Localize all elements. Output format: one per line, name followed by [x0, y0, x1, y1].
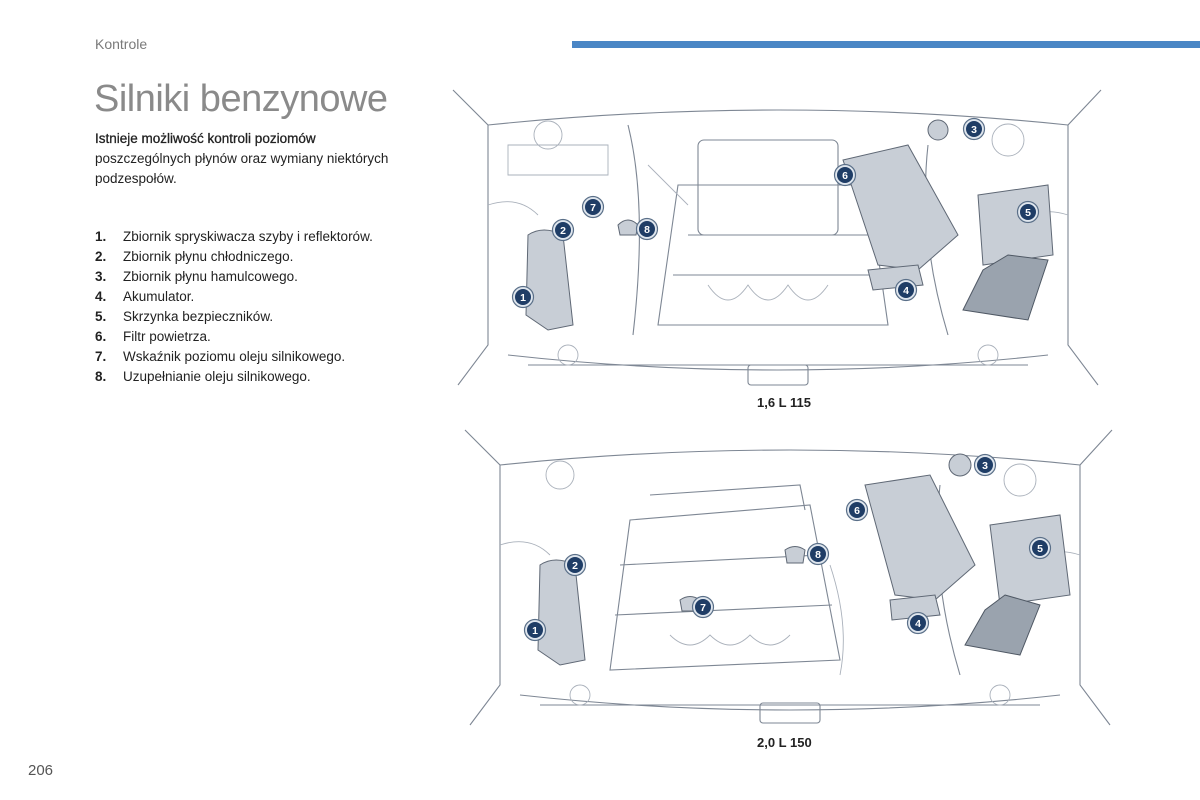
badge-8: 8 [806, 542, 830, 566]
diagram-2-caption: 2,0 L 150 [757, 735, 812, 750]
intro-bold: Istnieje możliwość kontroli poziomów [95, 131, 316, 146]
svg-text:3: 3 [971, 124, 977, 136]
badge-5: 5 [1028, 536, 1052, 560]
legend-number: 4. [95, 289, 107, 304]
badge-2: 2 [551, 218, 575, 242]
legend-number: 8. [95, 369, 107, 384]
diagram-1-caption: 1,6 L 115 [757, 395, 811, 410]
section-label: Kontrole [95, 36, 148, 52]
legend-item: 6. Filtr powietrza. [95, 327, 373, 347]
legend-text: Zbiornik spryskiwacza szyby i reflektoró… [123, 229, 373, 244]
legend-text: Filtr powietrza. [123, 329, 211, 344]
badge-7: 7 [691, 595, 715, 619]
badge-7: 7 [581, 195, 605, 219]
legend-text: Wskaźnik poziomu oleju silnikowego. [123, 349, 346, 364]
svg-text:7: 7 [700, 602, 706, 614]
engine-bay-illustration-2: 1 2 3 4 5 6 7 8 [464, 429, 1113, 726]
svg-text:5: 5 [1025, 207, 1031, 219]
svg-text:6: 6 [854, 505, 860, 517]
legend-item: 2. Zbiornik płynu chłodniczego. [95, 247, 373, 267]
svg-text:7: 7 [590, 202, 596, 214]
intro-rest: poszczególnych płynów oraz wymiany niekt… [95, 151, 389, 186]
legend-text: Akumulator. [123, 289, 195, 304]
badge-5: 5 [1016, 200, 1040, 224]
svg-text:3: 3 [982, 460, 988, 472]
engine-diagram-2: 1 2 3 4 5 6 7 8 [460, 425, 1117, 730]
svg-text:8: 8 [644, 224, 650, 236]
legend-item: 4. Akumulator. [95, 287, 373, 307]
badge-6: 6 [845, 498, 869, 522]
page-number: 206 [28, 762, 54, 779]
intro-text: Istnieje możliwość kontroli poziomów pos… [95, 129, 395, 189]
svg-text:8: 8 [815, 549, 821, 561]
legend-item: 7. Wskaźnik poziomu oleju silnikowego. [95, 347, 373, 367]
badge-1: 1 [511, 285, 535, 309]
legend-number: 7. [95, 349, 107, 364]
badge-3: 3 [973, 453, 997, 477]
svg-text:2: 2 [572, 560, 578, 572]
svg-text:4: 4 [903, 285, 909, 297]
svg-text:6: 6 [842, 170, 848, 182]
svg-text:2: 2 [560, 225, 566, 237]
legend-number: 5. [95, 309, 107, 324]
badge-1: 1 [523, 618, 547, 642]
header-accent-bar [572, 41, 1200, 48]
badge-2: 2 [563, 553, 587, 577]
svg-text:1: 1 [532, 625, 538, 637]
legend-item: 1. Zbiornik spryskiwacza szyby i reflekto… [95, 227, 373, 247]
svg-text:4: 4 [915, 618, 921, 630]
legend-number: 6. [95, 329, 107, 344]
svg-text:5: 5 [1037, 543, 1043, 555]
legend-number: 2. [95, 249, 107, 264]
legend-item: 3. Zbiornik płynu hamulcowego. [95, 267, 373, 287]
page-title: Silniki benzynowe [94, 78, 388, 120]
engine-diagram-1: 1 2 3 4 5 6 7 8 [448, 85, 1106, 391]
legend-number: 1. [95, 229, 107, 244]
legend-text: Zbiornik płynu hamulcowego. [123, 269, 298, 284]
badge-4: 4 [906, 611, 930, 635]
badge-4: 4 [894, 278, 918, 302]
legend-item: 5. Skrzynka bezpieczników. [95, 307, 373, 327]
legend-text: Uzupełnianie oleju silnikowego. [123, 369, 311, 384]
legend-item: 8. Uzupełnianie oleju silnikowego. [95, 367, 373, 387]
legend-text: Skrzynka bezpieczników. [123, 309, 274, 324]
badge-8: 8 [635, 217, 659, 241]
engine-bay-illustration-1: 1 2 3 4 5 6 7 8 [452, 89, 1102, 386]
legend-text: Zbiornik płynu chłodniczego. [123, 249, 294, 264]
badge-3: 3 [962, 117, 986, 141]
legend-list: 1. Zbiornik spryskiwacza szyby i reflekto… [95, 227, 373, 387]
badge-6: 6 [833, 163, 857, 187]
legend-number: 3. [95, 269, 107, 284]
svg-text:1: 1 [520, 292, 526, 304]
